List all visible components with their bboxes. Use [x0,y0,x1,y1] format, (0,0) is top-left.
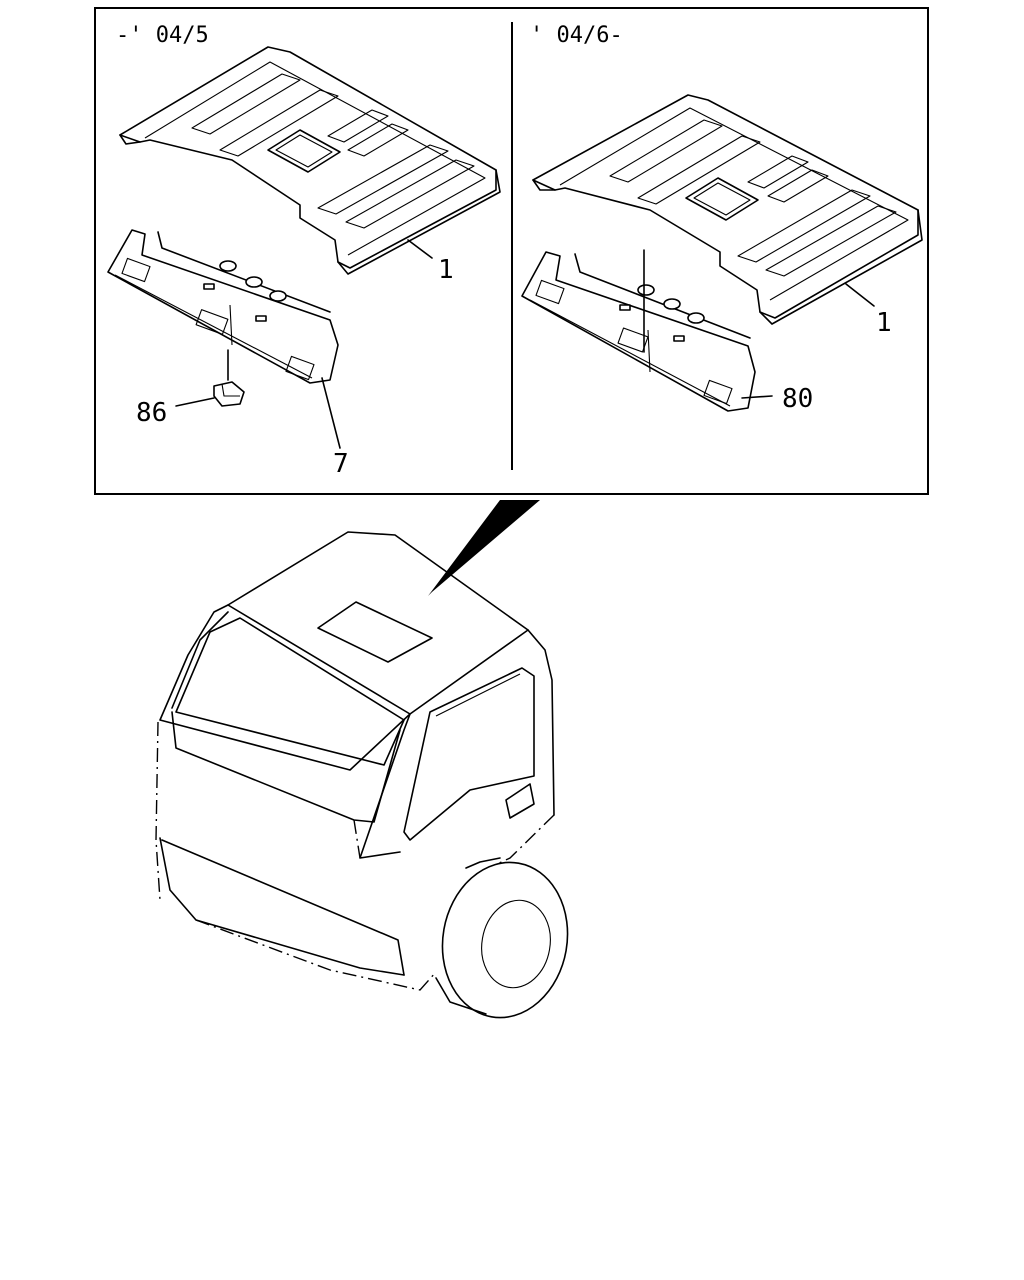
left-callout-line-7 [321,377,341,449]
left-headliner-number: 7 [333,449,349,479]
left-panel-header: -' 04/5 [116,23,209,48]
left-roof-panel [119,46,501,275]
left-clip-number: 86 [136,398,167,428]
left-headliner [107,229,339,384]
left-callout-line-86 [175,397,215,407]
right-roof-panel [532,94,923,325]
right-headliner [521,249,756,412]
truck-cab [155,531,569,1019]
right-callout-line-1 [845,283,875,307]
detail-frame [94,7,929,495]
left-clip [213,349,245,407]
left-roof-panel-number: 1 [438,255,454,285]
right-headliner-number: 80 [782,384,813,414]
right-panel-header: ' 04/6- [530,23,623,48]
left-callout-line-1 [407,239,433,259]
right-callout-line-80 [741,395,773,399]
right-roof-panel-number: 1 [876,308,892,338]
pointer-wedge [428,500,540,596]
